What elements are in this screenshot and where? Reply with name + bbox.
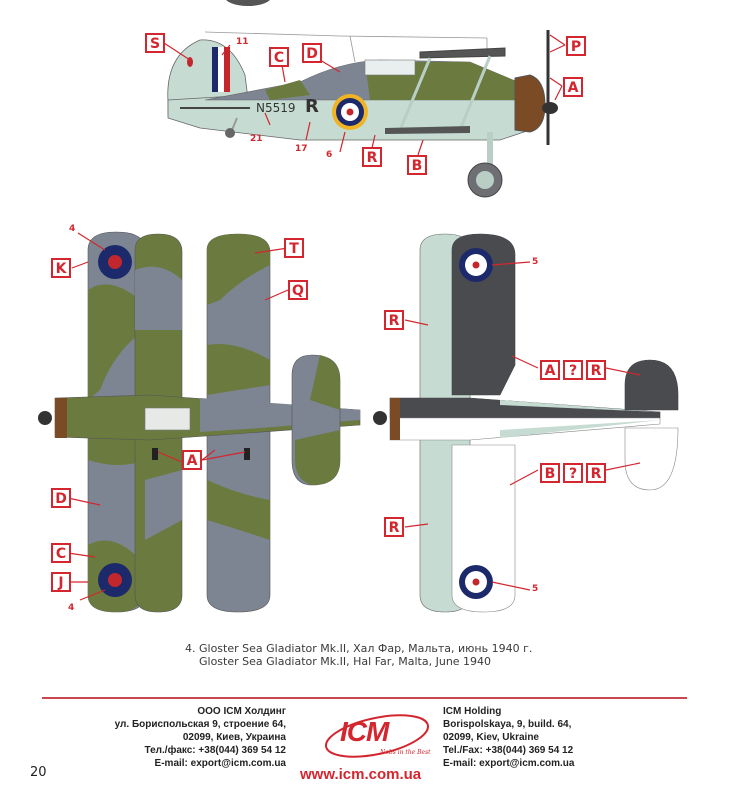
callout-r-upper-wing: R <box>384 310 404 330</box>
city-en: 02099, Kiev, Ukraine <box>443 732 539 743</box>
bottom-view-aircraft <box>373 233 679 613</box>
callout-d-side: D <box>302 43 322 63</box>
side-view-code-letter: R <box>305 96 319 117</box>
page-number: 20 <box>30 765 47 780</box>
decal-number-5-bottom: 5 <box>532 584 539 594</box>
caption-line-ru: 4. Gloster Sea Gladiator Mk.II, Хал Фар,… <box>185 642 533 655</box>
side-view-serial: N5519 <box>256 101 296 115</box>
footer-address-en: ICM Holding Borispolskaya, 9, build. 64,… <box>443 705 574 770</box>
icm-logo: ICM <box>340 716 389 747</box>
top-view-aircraft <box>38 231 361 613</box>
callout-t-top: T <box>284 238 304 258</box>
email-en[interactable]: E-mail: export@icm.com.ua <box>443 758 575 769</box>
street-en: Borispolskaya, 9, build. 64, <box>443 719 572 730</box>
callout-question-under-b: ? <box>563 463 583 483</box>
caption-line-en: Gloster Sea Gladiator Mk.II, Hal Far, Ma… <box>199 655 492 668</box>
website-link[interactable]: www.icm.com.ua <box>300 766 422 783</box>
callout-c-side: C <box>269 47 289 67</box>
decal-number-4-bottom: 4 <box>68 603 75 613</box>
icm-logo-tagline: Nobs in the Best <box>380 749 431 756</box>
street-ru: ул. Бориспольская 9, строение 64, <box>114 719 286 730</box>
callout-j-top: J <box>51 572 71 592</box>
phone-ru: Тел./факс: +38(044) 369 54 12 <box>144 745 286 756</box>
decal-number-21: 21 <box>250 134 263 144</box>
callout-a-side: A <box>563 77 583 97</box>
callout-s-side: S <box>145 33 165 53</box>
company-en: ICM Holding <box>443 706 502 717</box>
phone-en: Tel./Fax: +38(044) 369 54 12 <box>443 745 574 756</box>
callout-k-top: K <box>51 258 71 278</box>
decal-number-4-top: 4 <box>69 224 76 234</box>
callout-r-under-a: R <box>586 360 606 380</box>
callout-a-top: A <box>182 450 202 470</box>
decal-number-17: 17 <box>295 144 308 154</box>
callout-b-under: B <box>540 463 560 483</box>
company-ru: ООО ICM Холдинг <box>197 706 286 717</box>
decal-number-11: 11 <box>236 37 249 47</box>
callout-p-side: P <box>566 36 586 56</box>
decal-number-5-top: 5 <box>532 257 539 267</box>
callout-a-under: A <box>540 360 560 380</box>
email-ru[interactable]: E-mail: export@icm.com.ua <box>154 758 286 769</box>
footer-address-ru: ООО ICM Холдинг ул. Бориспольская 9, стр… <box>115 705 286 770</box>
callout-c-top: C <box>51 543 71 563</box>
icm-logo-swoosh <box>324 714 430 758</box>
footer-divider <box>42 697 687 699</box>
callout-q-top: Q <box>288 280 308 300</box>
callout-r-under-b: R <box>586 463 606 483</box>
decal-number-6: 6 <box>326 150 333 160</box>
callout-r-lower-wing: R <box>384 517 404 537</box>
city-ru: 02099, Киев, Украина <box>182 732 286 743</box>
scheme-caption: 4. Gloster Sea Gladiator Mk.II, Хал Фар,… <box>185 642 532 668</box>
side-view-aircraft <box>163 30 566 198</box>
callout-d-top: D <box>51 488 71 508</box>
callout-question-under-a: ? <box>563 360 583 380</box>
callout-r-side: R <box>362 147 382 167</box>
callout-b-side: B <box>407 155 427 175</box>
